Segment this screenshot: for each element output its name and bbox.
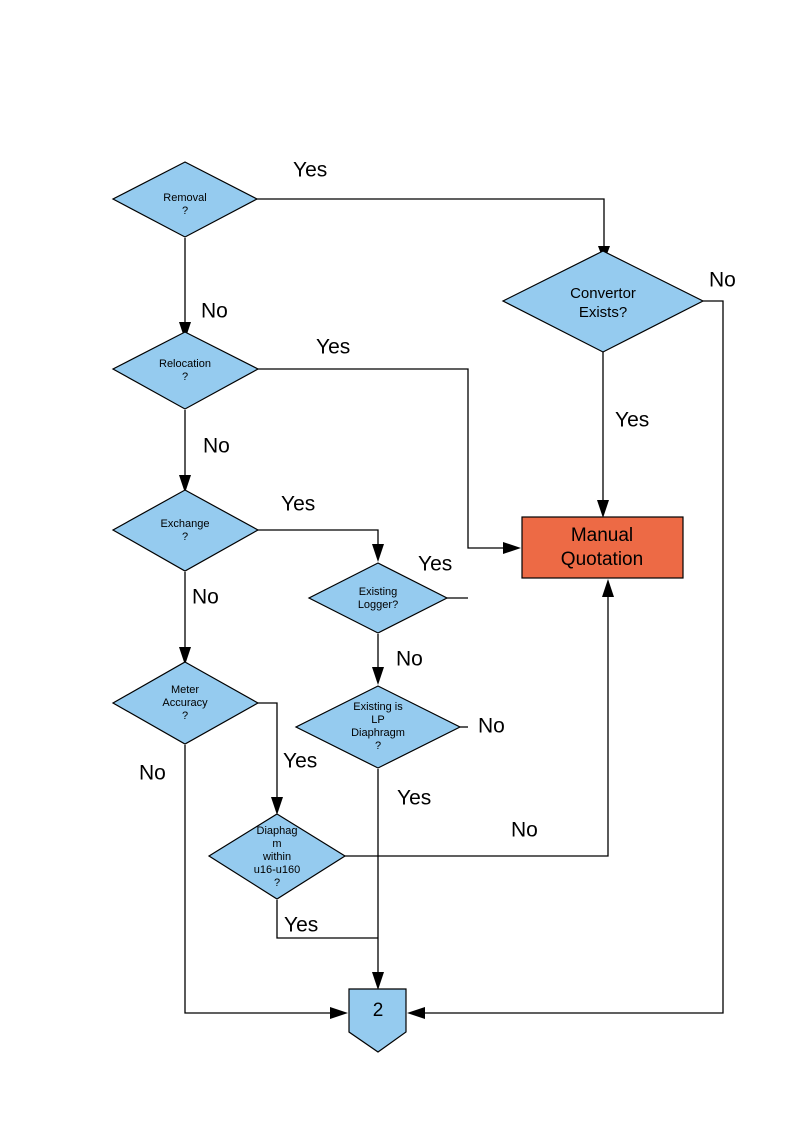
meter-accuracy-label-line3: ? bbox=[182, 710, 188, 722]
arrowhead-meteracc-yes bbox=[271, 797, 283, 815]
removal-diamond[interactable] bbox=[111, 161, 259, 238]
edge-diaphagm-yes bbox=[276, 900, 378, 939]
arrowhead-exchange-yes bbox=[372, 544, 384, 562]
edge-convertor-no bbox=[422, 300, 724, 1014]
diaphagm-label-line3: within bbox=[262, 851, 291, 863]
exchange-label-line2: ? bbox=[182, 531, 188, 543]
existing-lp-label-line4: ? bbox=[375, 740, 381, 752]
node-removal[interactable]: Removal ? bbox=[111, 161, 259, 238]
relocation-diamond[interactable] bbox=[111, 331, 260, 410]
edge-label-removal-no: No bbox=[201, 300, 228, 323]
manual-quotation-label-line1: Manual bbox=[571, 525, 633, 546]
arrowhead-relocation-yes bbox=[503, 542, 521, 554]
edge-label-meteracc-no: No bbox=[139, 762, 166, 785]
edge-label-diaphagm-yes: Yes bbox=[284, 914, 318, 937]
node-existing-lp-diaphragm[interactable]: Existing is LP Diaphragm ? bbox=[294, 685, 462, 769]
node-exchange[interactable]: Exchange ? bbox=[111, 489, 260, 572]
node-manual-quotation[interactable]: Manual Quotation bbox=[521, 516, 684, 579]
edge-label-removal-yes: Yes bbox=[293, 159, 327, 182]
existing-logger-label-line2: Logger? bbox=[358, 599, 398, 611]
edge-diaphagm-no bbox=[345, 594, 609, 857]
node-existing-logger[interactable]: Existing Logger? bbox=[307, 562, 449, 634]
edge-relocation-yes bbox=[258, 368, 508, 549]
edge-exchange-yes bbox=[258, 529, 379, 548]
node-connector-2[interactable]: 2 bbox=[348, 988, 407, 1053]
edge-label-existinglog-yes: Yes bbox=[418, 553, 452, 576]
existing-lp-label-line2: LP bbox=[371, 714, 384, 726]
edge-label-exchange-no: No bbox=[192, 586, 219, 609]
node-meter-accuracy[interactable]: Meter Accuracy ? bbox=[111, 661, 260, 745]
diaphagm-label-line1: Diaphag bbox=[257, 825, 298, 837]
arrowhead-existinglp-yes bbox=[372, 972, 384, 990]
arrowhead-removal-no bbox=[179, 322, 191, 340]
edge-removal-yes bbox=[257, 198, 605, 249]
arrowhead-relocation-no bbox=[179, 475, 191, 493]
diaphagm-label-line2: m bbox=[272, 838, 281, 850]
arrowhead-convertor-no bbox=[407, 1007, 425, 1019]
manual-quotation-label-line2: Quotation bbox=[561, 549, 643, 570]
edge-label-relocation-yes: Yes bbox=[316, 336, 350, 359]
node-relocation[interactable]: Relocation ? bbox=[111, 331, 260, 410]
arrowhead-meteracc-no bbox=[330, 1007, 348, 1019]
edge-meteracc-no bbox=[184, 745, 333, 1014]
arrowhead-exchange-no bbox=[179, 647, 191, 665]
edge-meteracc-yes bbox=[258, 702, 278, 800]
removal-label-line1: Removal bbox=[163, 192, 206, 204]
convertor-exists-label-line1: Convertor bbox=[570, 285, 636, 302]
arrowhead-convertor-yes bbox=[597, 500, 609, 518]
exchange-label-line1: Exchange bbox=[161, 518, 210, 530]
edge-label-diaphagm-no: No bbox=[511, 819, 538, 842]
edge-label-existinglog-no: No bbox=[396, 648, 423, 671]
edge-label-exchange-yes: Yes bbox=[281, 493, 315, 516]
edge-label-convertor-yes: Yes bbox=[615, 409, 649, 432]
edges-group bbox=[179, 198, 724, 1019]
node-convertor-exists[interactable]: Convertor Exists? bbox=[501, 250, 705, 353]
existing-logger-label-line1: Existing bbox=[359, 586, 398, 598]
exchange-diamond[interactable] bbox=[111, 489, 260, 572]
edge-label-convertor-no: No bbox=[709, 269, 736, 292]
existing-lp-label-line3: Diaphragm bbox=[351, 727, 405, 739]
diaphagm-label-line5: ? bbox=[274, 877, 280, 889]
edge-labels-group: Yes No Yes No Yes No Yes No Yes No Yes N… bbox=[139, 159, 736, 937]
existing-lp-diaphragm-diamond[interactable] bbox=[294, 685, 462, 769]
meter-accuracy-diamond[interactable] bbox=[111, 661, 260, 745]
convertor-exists-label-line2: Exists? bbox=[579, 304, 627, 321]
removal-label-line2: ? bbox=[182, 205, 188, 217]
edge-label-existinglp-yes: Yes bbox=[397, 787, 431, 810]
edge-label-meteracc-yes: Yes bbox=[283, 750, 317, 773]
arrowhead-diaphagm-no bbox=[602, 579, 614, 597]
relocation-label-line1: Relocation bbox=[159, 358, 211, 370]
node-diaphagm-within[interactable]: Diaphag m within u16-u160 ? bbox=[207, 813, 347, 900]
connector-2-shape[interactable] bbox=[348, 988, 407, 1053]
edge-label-existinglp-no: No bbox=[478, 715, 505, 738]
arrowhead-existinglog-no bbox=[372, 667, 384, 685]
connector-2-label: 2 bbox=[373, 1000, 384, 1021]
existing-logger-diamond[interactable] bbox=[307, 562, 449, 634]
diaphagm-within-diamond[interactable] bbox=[207, 813, 347, 900]
manual-quotation-box[interactable] bbox=[521, 516, 684, 579]
relocation-label-line2: ? bbox=[182, 371, 188, 383]
meter-accuracy-label-line1: Meter bbox=[171, 684, 199, 696]
convertor-exists-diamond[interactable] bbox=[501, 250, 705, 353]
diaphagm-label-line4: u16-u160 bbox=[254, 864, 301, 876]
edge-label-relocation-no: No bbox=[203, 435, 230, 458]
meter-accuracy-label-line2: Accuracy bbox=[162, 697, 208, 709]
existing-lp-label-line1: Existing is bbox=[353, 701, 403, 713]
